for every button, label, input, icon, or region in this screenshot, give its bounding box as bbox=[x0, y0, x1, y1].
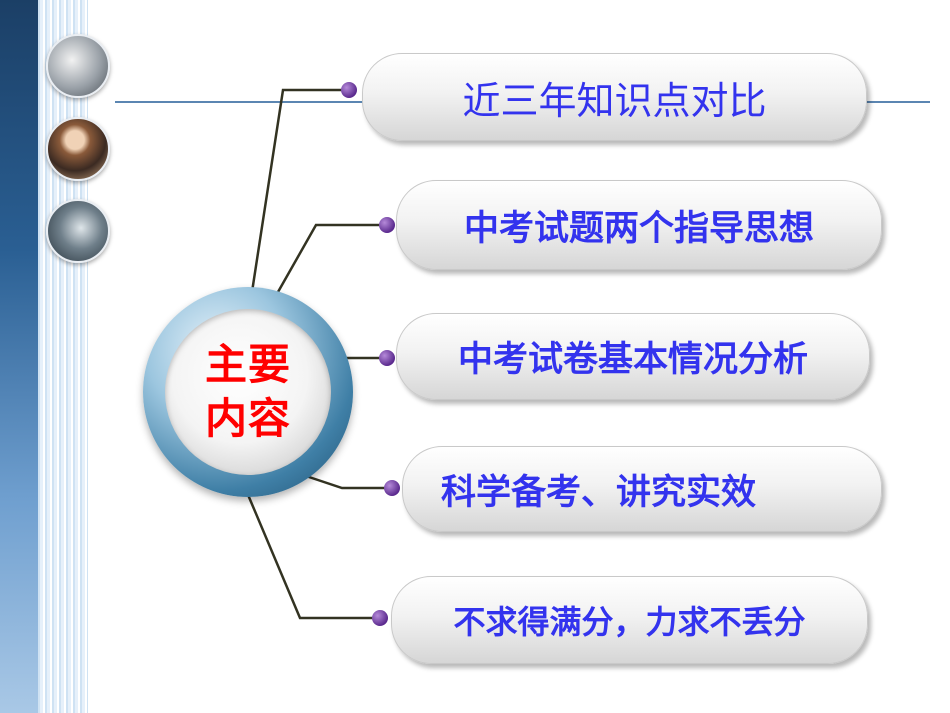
connector-line-1 bbox=[250, 88, 350, 293]
bullet-dot-1 bbox=[341, 82, 357, 98]
connector-line-5 bbox=[244, 489, 380, 620]
bullet-dot-3 bbox=[379, 350, 395, 366]
connector-line-4 bbox=[299, 472, 392, 490]
left-decor-strip bbox=[0, 0, 38, 713]
center-title-line1: 主要 bbox=[204, 340, 291, 389]
menu-item-1-label: 近三年知识点对比 bbox=[462, 78, 767, 123]
menu-item-1[interactable]: 近三年知识点对比 bbox=[362, 53, 867, 141]
center-badge: 主要 内容 bbox=[165, 309, 331, 475]
menu-item-3-label: 中考试卷基本情况分析 bbox=[457, 340, 808, 380]
bullet-dot-2 bbox=[379, 217, 395, 233]
menu-item-3[interactable]: 中考试卷基本情况分析 bbox=[396, 313, 870, 400]
photo-icon-business bbox=[46, 199, 110, 263]
connector-line-2 bbox=[276, 223, 388, 293]
photo-icon-objects bbox=[46, 34, 110, 98]
menu-item-2-label: 中考试题两个指导思想 bbox=[463, 208, 814, 249]
bullet-dot-4 bbox=[384, 480, 400, 496]
bullet-dot-5 bbox=[372, 610, 388, 626]
photo-icon-people bbox=[46, 117, 110, 181]
menu-item-5[interactable]: 不求得满分，力求不丢分 bbox=[391, 576, 868, 664]
center-title-line2: 内容 bbox=[204, 394, 291, 443]
menu-item-4-label: 科学备考、讲究实效 bbox=[441, 472, 757, 513]
menu-item-5-label: 不求得满分，力求不丢分 bbox=[453, 603, 806, 641]
menu-item-4[interactable]: 科学备考、讲究实效 bbox=[402, 446, 882, 532]
menu-item-2[interactable]: 中考试题两个指导思想 bbox=[396, 180, 882, 270]
